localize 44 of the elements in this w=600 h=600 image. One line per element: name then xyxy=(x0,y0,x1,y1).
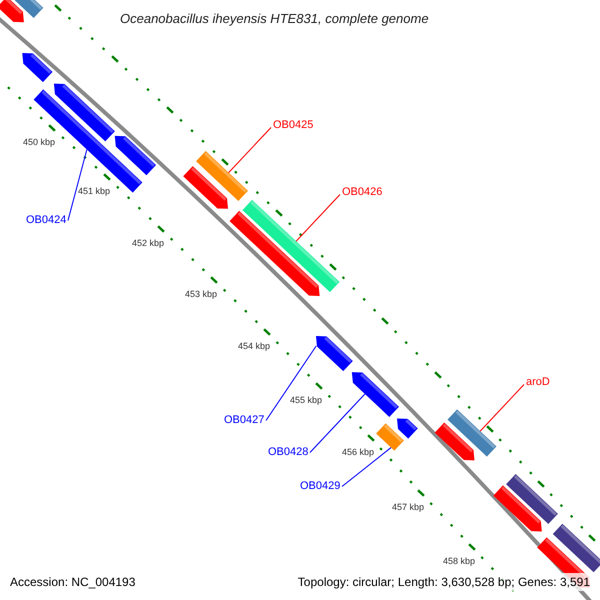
gene-feature xyxy=(53,83,115,142)
leader-line xyxy=(480,384,524,432)
leader-line xyxy=(342,447,392,487)
leader-line xyxy=(68,149,88,221)
gene-bar xyxy=(242,199,340,293)
gene-feature xyxy=(434,422,475,461)
leader-line xyxy=(310,394,366,453)
gene-label: OB0426 xyxy=(342,186,382,199)
gene-bar xyxy=(376,423,404,451)
scale-label: 453 kbp xyxy=(184,289,218,299)
scale-label: 456 kbp xyxy=(342,447,374,457)
info-text: Accession: NC_004193 xyxy=(10,574,136,591)
gene-bar xyxy=(506,474,558,524)
gene-label: OB0427 xyxy=(224,414,264,427)
scale-label: 454 kbp xyxy=(238,341,270,351)
leader-line xyxy=(266,345,317,421)
gene-feature xyxy=(351,372,399,417)
gene-feature xyxy=(114,135,157,176)
scale-label: 455 kbp xyxy=(290,395,322,405)
gene-feature xyxy=(0,0,24,23)
gene-label: OB0425 xyxy=(273,119,314,132)
leader-line xyxy=(296,194,340,242)
gene-label: OB0428 xyxy=(268,446,308,459)
gene-bar xyxy=(196,151,248,201)
scale-label: 457 kbp xyxy=(392,502,424,512)
gene-bar xyxy=(14,0,44,18)
gene-bar xyxy=(447,409,497,457)
info-text: Topology: circular; Length: 3,630,528 bp; Genes: 3,591 xyxy=(296,573,592,591)
scale-label: 451 kbp xyxy=(78,186,110,196)
gene-feature xyxy=(315,335,353,372)
scale-label: 450 kbp xyxy=(22,137,56,147)
gene-feature xyxy=(493,485,542,532)
gene-feature xyxy=(22,53,53,83)
gene-bar xyxy=(552,523,600,573)
gene-label: OB0429 xyxy=(300,480,340,493)
gene-feature xyxy=(229,210,320,297)
gene-feature xyxy=(183,166,229,209)
scale-label: 458 kbp xyxy=(442,556,476,566)
diagram-title: Oceanobacillus iheyensis HTE831, complete genome xyxy=(120,10,429,28)
scale-label: 452 kbp xyxy=(132,238,164,248)
gene-feature xyxy=(396,418,418,439)
leader-line xyxy=(228,127,272,174)
gene-label: OB0424 xyxy=(26,214,66,227)
gene-label: aroD xyxy=(526,376,550,389)
